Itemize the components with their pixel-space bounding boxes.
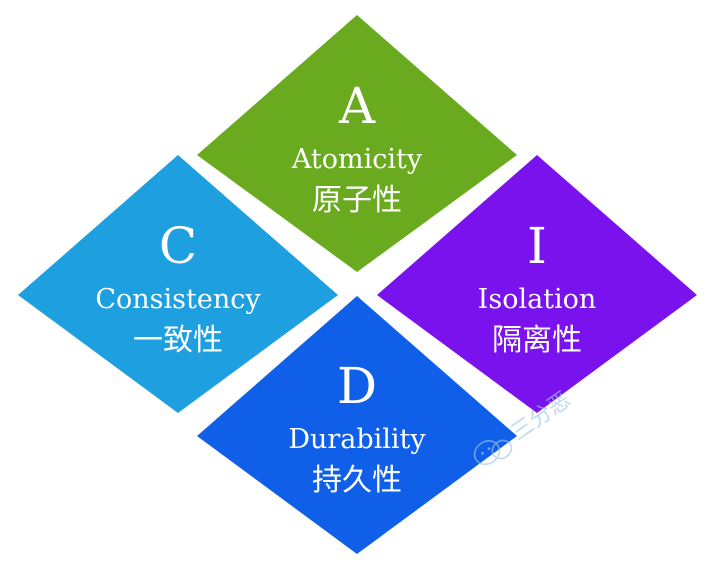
durability-diamond: D Durability 持久性: [197, 296, 517, 554]
wechat-icon: [473, 439, 513, 466]
atomicity-zh: 原子性: [312, 183, 402, 218]
isolation-name: Isolation: [478, 284, 597, 315]
atomicity-letter: A: [338, 77, 376, 135]
atomicity-name: Atomicity: [291, 144, 423, 175]
isolation-shape: [377, 155, 697, 413]
consistency-shape: [18, 155, 338, 413]
isolation-zh: 隔离性: [492, 323, 582, 358]
consistency-diamond: C Consistency 一致性: [18, 155, 338, 413]
durability-shape: [197, 296, 517, 554]
consistency-name: Consistency: [95, 284, 261, 315]
consistency-letter: C: [159, 217, 197, 275]
isolation-letter: I: [527, 217, 547, 275]
durability-letter: D: [337, 357, 377, 415]
isolation-diamond: I Isolation 隔离性: [377, 155, 697, 413]
atomicity-shape: [197, 15, 517, 272]
durability-name: Durability: [288, 424, 426, 455]
durability-zh: 持久性: [312, 463, 402, 498]
atomicity-diamond: A Atomicity 原子性: [197, 15, 517, 272]
consistency-zh: 一致性: [133, 323, 223, 358]
